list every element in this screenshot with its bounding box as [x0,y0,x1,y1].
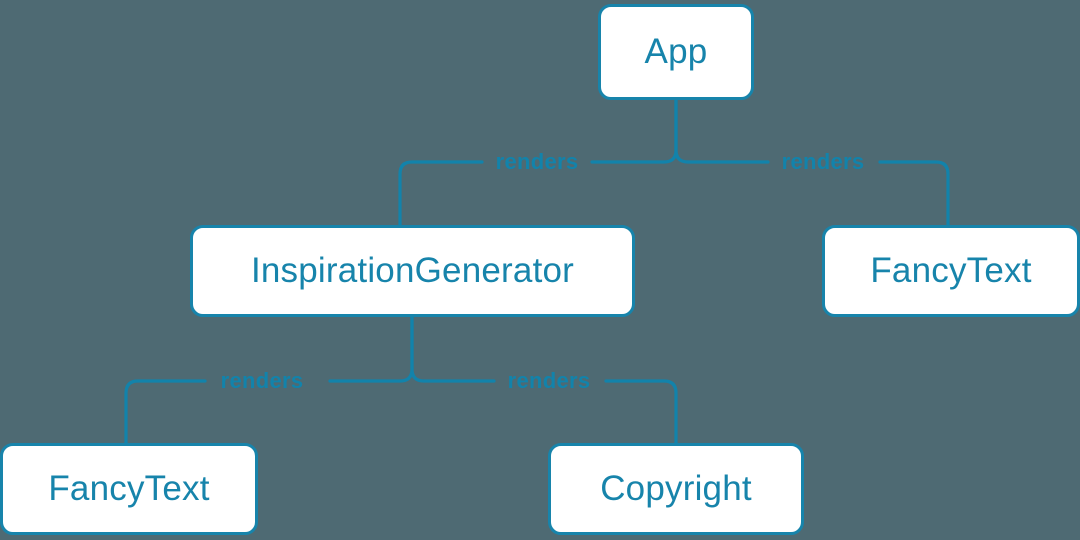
edge-label-app-to-fancytext-right: renders [781,149,865,174]
node-fancytext-bottom[interactable]: FancyText [0,443,258,535]
node-fancytext-right-label: FancyText [870,251,1032,290]
edge-app-stem-right [674,98,690,164]
node-copyright-label: Copyright [600,469,752,508]
node-app[interactable]: App [598,4,754,100]
edge-label-inspiration-generator-to-copyright: renders [507,368,591,393]
edge-inspirationgenerator-to-fancytext-corner [124,379,207,445]
edge-label-app-to-inspiration-generator: renders [495,149,579,174]
edge-inspirationgenerator-to-copyright-corner [604,379,678,445]
edge-app-to-fancytext-right-corner [878,160,950,227]
node-copyright[interactable]: Copyright [548,443,804,535]
edge-app-stem [662,98,678,164]
edge-app-to-inspirationgenerator-corner [398,160,484,227]
edge-label-inspiration-generator-to-fancytext-bottom: renders [220,368,304,393]
node-inspiration-generator[interactable]: InspirationGenerator [190,225,635,317]
node-fancytext-right[interactable]: FancyText [822,225,1080,317]
node-inspiration-generator-label: InspirationGenerator [250,251,575,290]
node-fancytext-bottom-label: FancyText [48,469,210,508]
edge-inspirationgenerator-stem-right [410,315,426,383]
node-app-label: App [644,32,708,71]
edge-inspirationgenerator-stem [398,315,414,383]
